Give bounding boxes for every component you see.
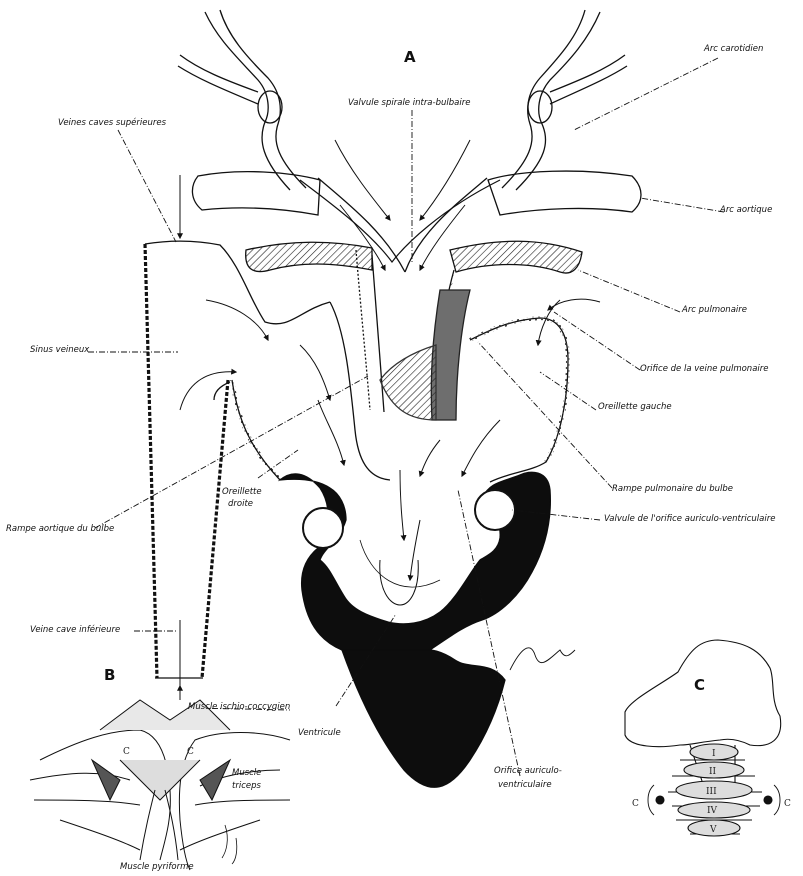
av-orifice-left — [303, 508, 343, 548]
panel-c-mark-left: C — [632, 799, 639, 809]
label-rampe-aortique: Rampe aortique du bulbe — [6, 524, 114, 534]
label-orifice-av-2: ventriculaire — [498, 780, 552, 790]
bulbus-arteriosus — [300, 178, 500, 420]
panel-label-c: C — [694, 676, 705, 694]
label-ventricule: Ventricule — [298, 728, 341, 738]
label-muscle-triceps-1: Muscle — [232, 768, 261, 778]
right-atrium-wall — [232, 302, 390, 480]
label-arc-carotidien: Arc carotidien — [704, 44, 763, 54]
label-veine-cave-inferieure: Veine cave inférieure — [30, 625, 120, 635]
pulmonary-arch — [246, 241, 582, 273]
label-valvule-av: Valvule de l'orifice auriculo-ventricula… — [604, 514, 775, 524]
vena-cava — [145, 241, 330, 678]
label-arc-pulmonaire: Arc pulmonaire — [682, 305, 747, 315]
vertebra-iv: IV — [707, 806, 718, 816]
label-oreillette-droite-1: Oreillette — [222, 487, 262, 497]
panel-b-mark-left: C — [123, 747, 130, 757]
label-muscle-ischio-coccygien: Muscle ischio-coccygien — [188, 702, 290, 712]
panel-c-vertebrae — [625, 640, 781, 836]
vertebra-ii: II — [709, 767, 717, 777]
vertebra-v: V — [709, 825, 717, 835]
panel-a-heart — [145, 10, 641, 787]
label-veines-caves-superieures: Veines caves supérieures — [58, 118, 166, 128]
av-orifice-right — [475, 490, 515, 530]
carotid-arch-left — [178, 10, 306, 190]
vertebra-iii: III — [706, 787, 717, 797]
panel-label-a: A — [404, 48, 416, 66]
label-muscle-triceps-2: triceps — [232, 781, 261, 791]
label-orifice-av-1: Orifice auriculo- — [494, 766, 562, 776]
label-muscle-pyriforme: Muscle pyriforme — [120, 862, 194, 872]
left-atrium-wall — [470, 318, 568, 482]
label-valvule-spirale: Valvule spirale intra-bulbaire — [348, 98, 470, 108]
label-arc-aortique: Arc aortique — [720, 205, 772, 215]
label-rampe-pulmonaire: Rampe pulmonaire du bulbe — [612, 484, 733, 494]
aortic-arch — [192, 171, 641, 215]
panel-label-b: B — [104, 666, 115, 684]
label-oreillette-gauche: Oreillette gauche — [598, 402, 672, 412]
label-sinus-veineux: Sinus veineux — [30, 345, 89, 355]
vertebra-i: I — [712, 749, 716, 759]
label-oreillette-droite-2: droite — [228, 499, 253, 509]
label-orifice-veine-pulmonaire: Orifice de la veine pulmonaire — [640, 364, 769, 374]
panel-b-mark-right: C — [187, 747, 194, 757]
panel-c-mark-right: C — [784, 799, 791, 809]
carotid-arch-right — [502, 10, 627, 190]
